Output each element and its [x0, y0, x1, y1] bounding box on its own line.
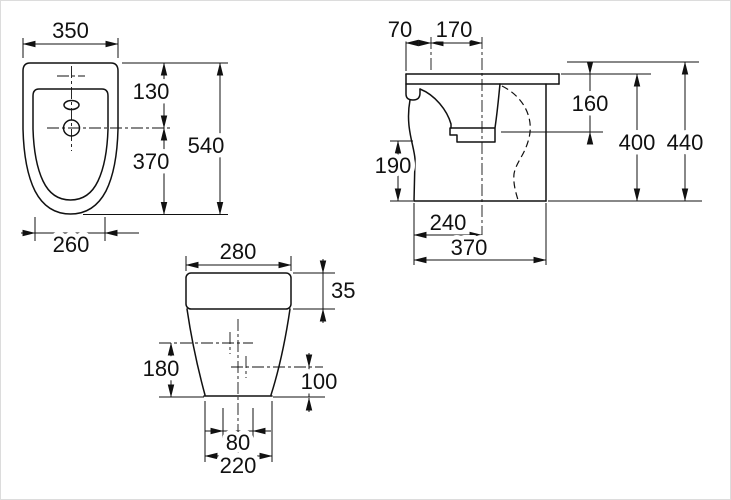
hidden-trap-outline — [501, 85, 531, 201]
front-view: 280 35 180 100 80 — [138, 235, 360, 483]
front-wall — [407, 99, 416, 202]
dim-side-rim-to-basin: 160 — [501, 61, 613, 145]
dim-side-base-depth: 370 — [413, 203, 547, 265]
body-taper-right — [270, 308, 291, 396]
dim-side-offset-b: 170 — [430, 13, 483, 47]
dim-front-rim-thickness: 35 — [293, 259, 360, 323]
dim-side-rim-height: 400 — [548, 73, 702, 202]
dim-label: 400 — [619, 130, 656, 155]
dim-front-side-hole-height: 180 — [138, 342, 204, 398]
rim-block — [185, 272, 292, 310]
dim-label: 130 — [133, 79, 170, 104]
body-taper-left — [186, 308, 206, 396]
dim-plan-width-bottom: 260 — [21, 217, 139, 262]
dim-label: 220 — [220, 453, 257, 478]
inlet-hole — [63, 99, 80, 111]
dim-label: 280 — [220, 239, 257, 264]
bidet-plan-outline — [22, 62, 119, 215]
dim-label: 370 — [451, 235, 488, 260]
dim-label: 370 — [133, 149, 170, 174]
dim-label: 540 — [188, 133, 225, 158]
bidet-plan-inner-rim — [32, 88, 109, 201]
front-lip — [405, 73, 421, 101]
side-view: 70 170 160 190 400 440 — [370, 13, 708, 265]
dim-side-offset-a: 70 — [383, 13, 432, 71]
dim-label: 190 — [375, 153, 412, 178]
dim-plan-hole-to-front: 370 — [128, 127, 174, 216]
dim-plan-total-depth: 540 — [83, 62, 229, 216]
dim-label: 350 — [52, 18, 89, 43]
dim-label: 70 — [388, 17, 412, 42]
drain-detail — [449, 83, 501, 143]
dim-label: 160 — [572, 91, 609, 116]
dim-front-lower-hole-height: 100 — [273, 353, 342, 412]
dim-label: 440 — [667, 130, 704, 155]
dim-label: 260 — [53, 232, 90, 257]
dim-label: 240 — [430, 210, 467, 235]
dim-label: 35 — [331, 278, 355, 303]
dim-front-hole-spacing: 80 — [205, 408, 271, 460]
dim-side-total-height: 440 — [567, 61, 708, 202]
tap-hole — [62, 119, 81, 137]
dim-label: 180 — [143, 356, 180, 381]
dim-plan-width-top: 350 — [22, 14, 119, 58]
dim-front-base-width: 220 — [204, 401, 273, 483]
bowl-curve — [419, 88, 452, 129]
dim-side-outlet-to-front: 240 — [413, 203, 483, 265]
dim-label: 100 — [301, 369, 338, 394]
dim-front-rim-width: 280 — [185, 235, 292, 271]
plan-view: 350 540 130 370 260 — [21, 14, 229, 262]
dim-plan-hole-offset: 130 — [128, 62, 174, 129]
dim-label: 80 — [226, 430, 250, 455]
dim-side-basin-to-floor: 190 — [370, 140, 416, 202]
dim-label: 170 — [436, 17, 473, 42]
